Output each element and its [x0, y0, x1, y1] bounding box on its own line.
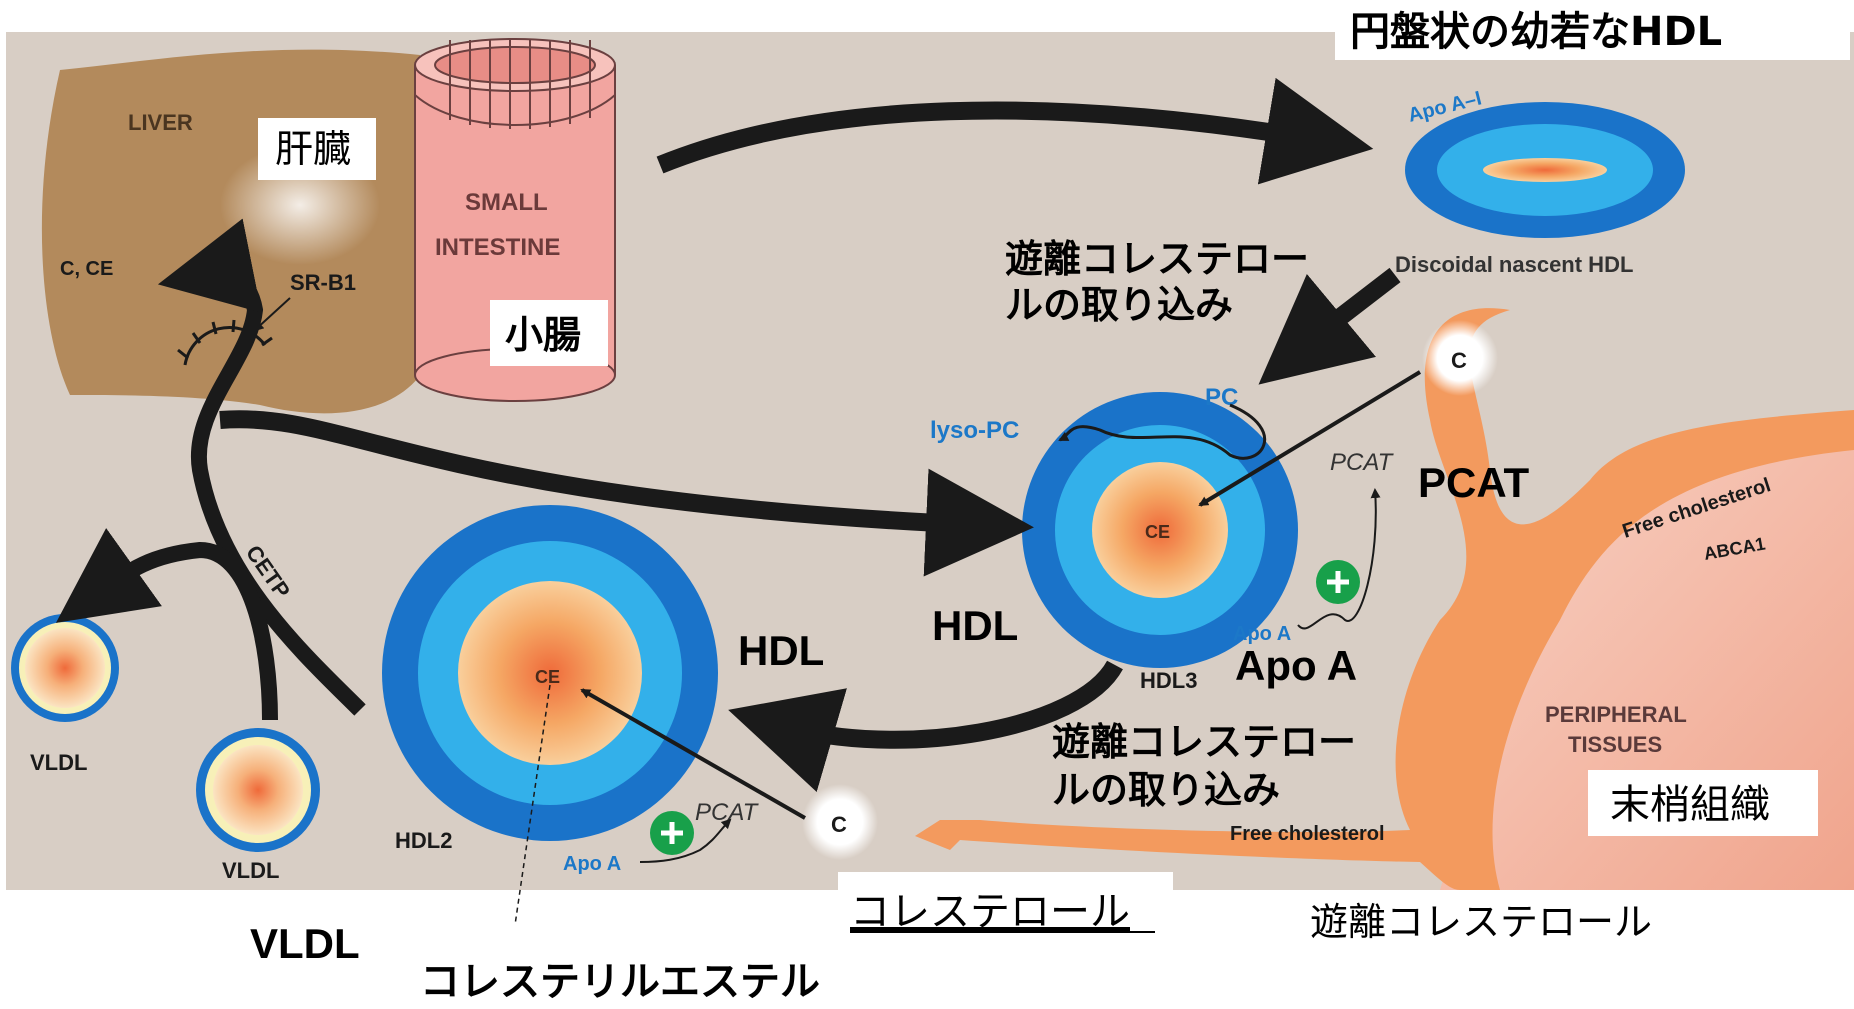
apo-a-to-pcat-top — [1297, 488, 1381, 630]
lyso-pc-label: lyso-PC — [930, 417, 1019, 444]
cholesteryl-ester-label: コレステリルエステル — [420, 959, 820, 1005]
sr-b1-pointer — [253, 297, 291, 332]
arrow-hdl3-to-hdl2 — [728, 660, 1123, 792]
uptake-top-line-1: 遊離コレステロー — [1005, 237, 1309, 281]
intestine-label-en-2: INTESTINE — [435, 234, 560, 261]
hdl2-label: HDL2 — [395, 828, 452, 853]
liver-jp-box — [258, 118, 376, 180]
cholesterol-label: コレステロール — [850, 889, 1130, 935]
hdl3-label: HDL3 — [1140, 668, 1197, 693]
cholesteryl-ester-dashed-pointer — [514, 684, 551, 926]
arrow-c-to-hdl2-core — [580, 688, 806, 820]
arrow-discoidal-to-hdl3 — [1258, 267, 1401, 385]
hdl3-particle — [1022, 392, 1298, 668]
liver-c-ce-label: C, CE — [60, 258, 113, 280]
free-cholesterol-jp-label: 遊離コレステロール — [1310, 900, 1652, 944]
vldl-small-label-1: VLDL — [30, 750, 87, 775]
vldl-big-label: VLDL — [250, 920, 360, 967]
vldl-particle-2 — [196, 728, 320, 852]
arrow-cetp-to-liver — [157, 218, 366, 716]
free-cholesterol-box — [1290, 890, 1722, 950]
vldl-small-label-2: VLDL — [222, 858, 279, 883]
arrow-vldl-to-vldl — [55, 528, 278, 721]
pcat-small-top-label: PCAT — [1330, 449, 1395, 476]
peripheral-label-jp: 末梢組織 — [1610, 782, 1770, 828]
apo-a-small-bottom-label: Apo A — [563, 853, 621, 875]
hdl-mid-label: HDL — [932, 602, 1018, 649]
peripheral-label-en-1: PERIPHERAL — [1545, 702, 1687, 727]
apo-a-to-pcat-bottom — [639, 818, 732, 863]
pcat-big-label: PCAT — [1418, 459, 1530, 506]
arrow-intestine-to-discoidal — [656, 77, 1374, 185]
transport-arrows — [55, 77, 1401, 792]
discoidal-jp-box — [1335, 0, 1850, 60]
discoidal-label-en: Discoidal nascent HDL — [1395, 252, 1633, 277]
intestine-label-jp: 小腸 — [505, 313, 581, 357]
free-cholesterol-bottom-label: Free cholesterol — [1230, 823, 1385, 845]
liver-label-jp: 肝臓 — [275, 127, 351, 171]
free-c-top-label: C — [1451, 348, 1467, 373]
sr-b1-label: SR-B1 — [290, 270, 356, 295]
hdl2-ce-label: CE — [535, 667, 560, 687]
vldl-particle-1 — [11, 614, 119, 722]
liver-label-en: LIVER — [128, 110, 193, 135]
uptake-bottom-line-1: 遊離コレステロー — [1052, 720, 1356, 764]
free-c-bottom — [802, 784, 878, 860]
pc-to-lyso-pc-path — [1058, 403, 1266, 460]
peripheral-jp-box — [1588, 770, 1818, 836]
apo-a-big-label: Apo A — [1235, 642, 1357, 689]
free-c-top — [1422, 320, 1498, 396]
plus-icon-bottom-glyph — [661, 822, 683, 844]
free-c-bottom-label: C — [831, 812, 847, 837]
apo-a-small-top-label: Apo A — [1233, 623, 1291, 645]
plus-icon-top-glyph — [1327, 571, 1349, 593]
hdl-mid-box — [928, 600, 1040, 652]
hdl3-ce-label: CE — [1145, 522, 1170, 542]
intestine-jp-box — [490, 300, 608, 366]
hdl2-particle — [382, 505, 718, 841]
arrow-liver-to-hdl3 — [219, 410, 1034, 577]
uptake-bottom-line-2: ルの取り込み — [1052, 768, 1280, 812]
hdl-left-label: HDL — [738, 627, 824, 674]
discoidal-label-jp: 円盤状の幼若なHDL — [1350, 9, 1722, 55]
peripheral-label-en-2: TISSUES — [1568, 732, 1662, 757]
discoidal-hdl — [1405, 102, 1685, 238]
intestine-label-en-1: SMALL — [465, 189, 548, 216]
uptake-top-line-2: ルの取り込み — [1005, 283, 1233, 327]
arrow-c-to-hdl3-core — [1198, 370, 1422, 507]
